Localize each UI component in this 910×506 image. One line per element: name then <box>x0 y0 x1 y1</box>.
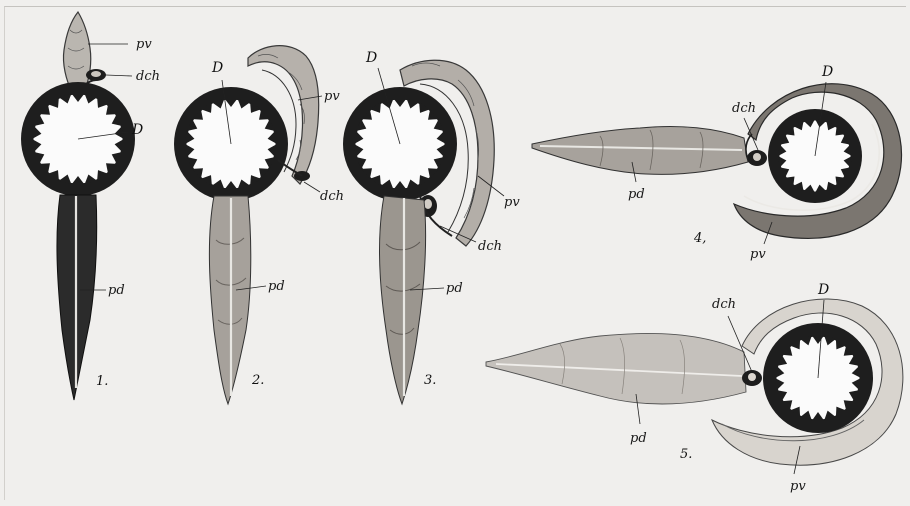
figure-plate: pv dch D pd 1. D pv dch pd 2. <box>0 0 910 506</box>
embryo-drawings: pv dch D pd 1. D pv dch pd 2. <box>0 0 910 506</box>
